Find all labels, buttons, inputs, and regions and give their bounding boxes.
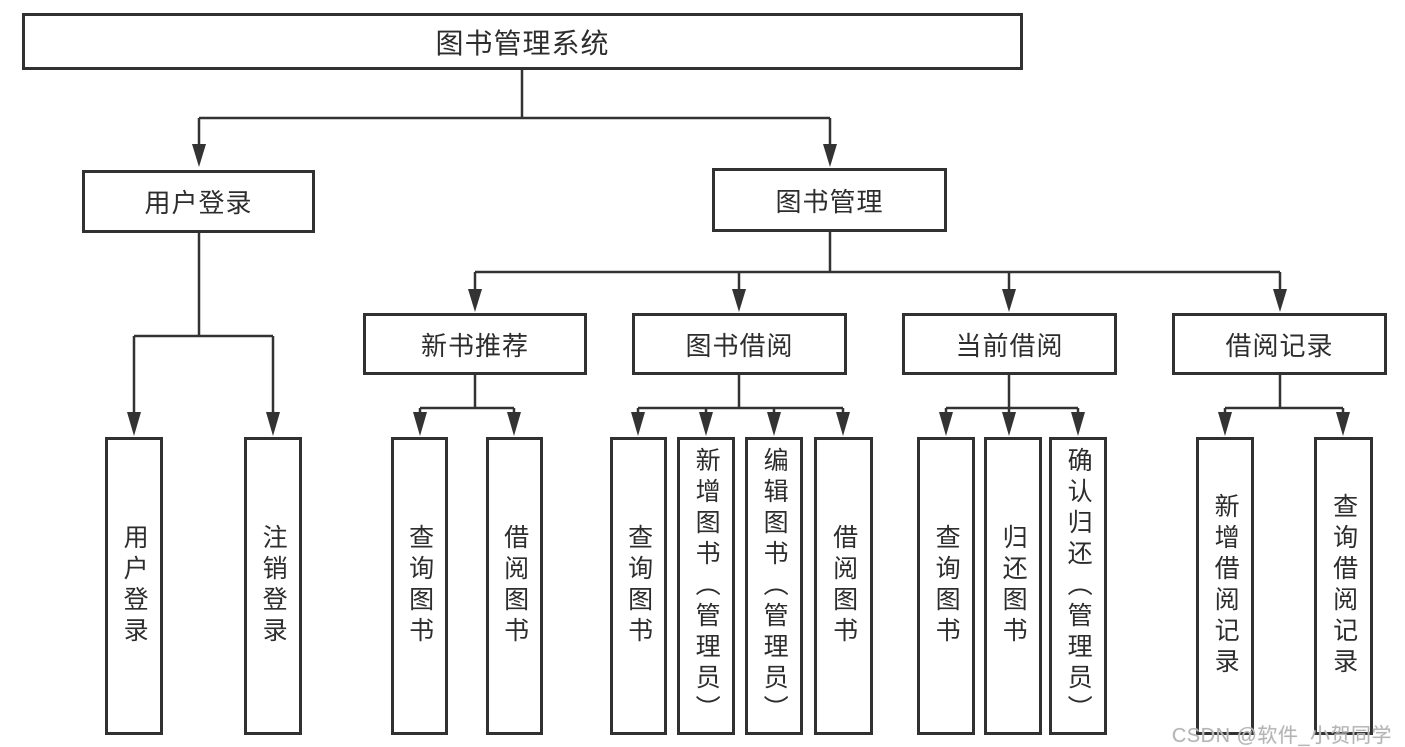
node-label: 编辑图书（管理员） [760,446,789,726]
connector-book-mgmt-to-level3 [468,232,1287,312]
arrowhead [192,144,206,167]
connector-root-to-level2 [192,70,837,167]
arrowhead [266,412,280,436]
leaf-query-books: 查询图书 [610,437,667,735]
arrowhead [413,412,427,436]
leaf-query-borrow-record: 查询借阅记录 [1314,437,1373,735]
leaf-borrow-books: 借阅图书 [814,437,873,735]
arrowhead [507,412,521,436]
connector-current-borrow-to-leaves [939,375,1085,436]
connector-user-login-to-leaves [127,233,280,436]
arrowhead [1071,412,1085,436]
arrowhead [836,412,850,436]
csdn-watermark: CSDN @软件_小贺同学 [1171,725,1392,747]
node-label: 图书管理 [775,186,884,217]
node-label: 借阅图书 [829,524,858,648]
leaf-confirm-return-admin: 确认归还（管理员） [1049,437,1107,735]
arrowhead [1002,289,1016,312]
leaf-query-books: 查询图书 [917,437,975,735]
node-label: 注销登录 [259,524,288,648]
leaf-add-borrow-record: 新增借阅记录 [1196,437,1254,735]
node-book-management: 图书管理 [712,168,947,232]
node-label: 图书借阅 [685,330,794,361]
node-label: 查询图书 [932,524,961,648]
arrowhead [1273,289,1287,312]
leaf-logout: 注销登录 [244,437,302,735]
node-current-borrowing: 当前借阅 [902,313,1117,375]
leaf-borrow-books: 借阅图书 [486,437,543,735]
node-label: 当前借阅 [955,330,1064,361]
node-label: 借阅记录 [1225,330,1334,361]
leaf-user-login: 用户登录 [105,437,163,735]
arrowhead [1336,412,1350,436]
node-label: 查询图书 [624,524,653,648]
connector-line [132,233,275,416]
arrowhead [631,412,645,436]
node-label: 用户登录 [144,188,253,218]
node-new-book-recommend: 新书推荐 [363,313,587,375]
arrowhead [468,289,482,312]
node-label: 用户登录 [120,524,149,648]
connector-line [636,375,845,416]
node-user-login: 用户登录 [82,170,315,233]
connector-line [1223,375,1345,416]
arrowhead [699,412,713,436]
node-label: 查询图书 [405,524,434,648]
arrowhead [823,144,837,167]
leaf-query-books: 查询图书 [391,437,448,735]
leaf-edit-book-admin: 编辑图书（管理员） [745,437,803,735]
node-label: 新增借阅记录 [1211,493,1240,679]
node-book-borrowing: 图书借阅 [632,313,847,375]
connector-line [473,232,1282,292]
node-label: 新增图书（管理员） [692,446,721,726]
leaf-add-book-admin: 新增图书（管理员） [677,437,735,735]
node-label: 新书推荐 [420,330,529,361]
node-borrowing-records: 借阅记录 [1172,313,1387,375]
arrowhead [127,412,141,436]
node-label: 图书管理系统 [435,27,610,59]
arrowhead [732,289,746,312]
node-label: 查询借阅记录 [1329,493,1358,679]
node-label: 确认归还（管理员） [1064,446,1093,726]
connector-line [197,70,832,148]
connector-book-borrow-to-leaves [631,375,850,436]
leaf-return-book: 归还图书 [984,437,1042,735]
arrowhead [1002,412,1016,436]
connector-line [418,375,516,416]
node-library-system: 图书管理系统 [22,13,1023,70]
node-label: 归还图书 [999,524,1028,648]
arrowhead [767,412,781,436]
arrowhead [1218,412,1232,436]
arrowhead [939,412,953,436]
connector-borrow-records-to-leaves [1218,375,1350,436]
connector-new-book-to-leaves [413,375,521,436]
node-label: 借阅图书 [500,524,529,648]
connector-line [944,375,1080,416]
